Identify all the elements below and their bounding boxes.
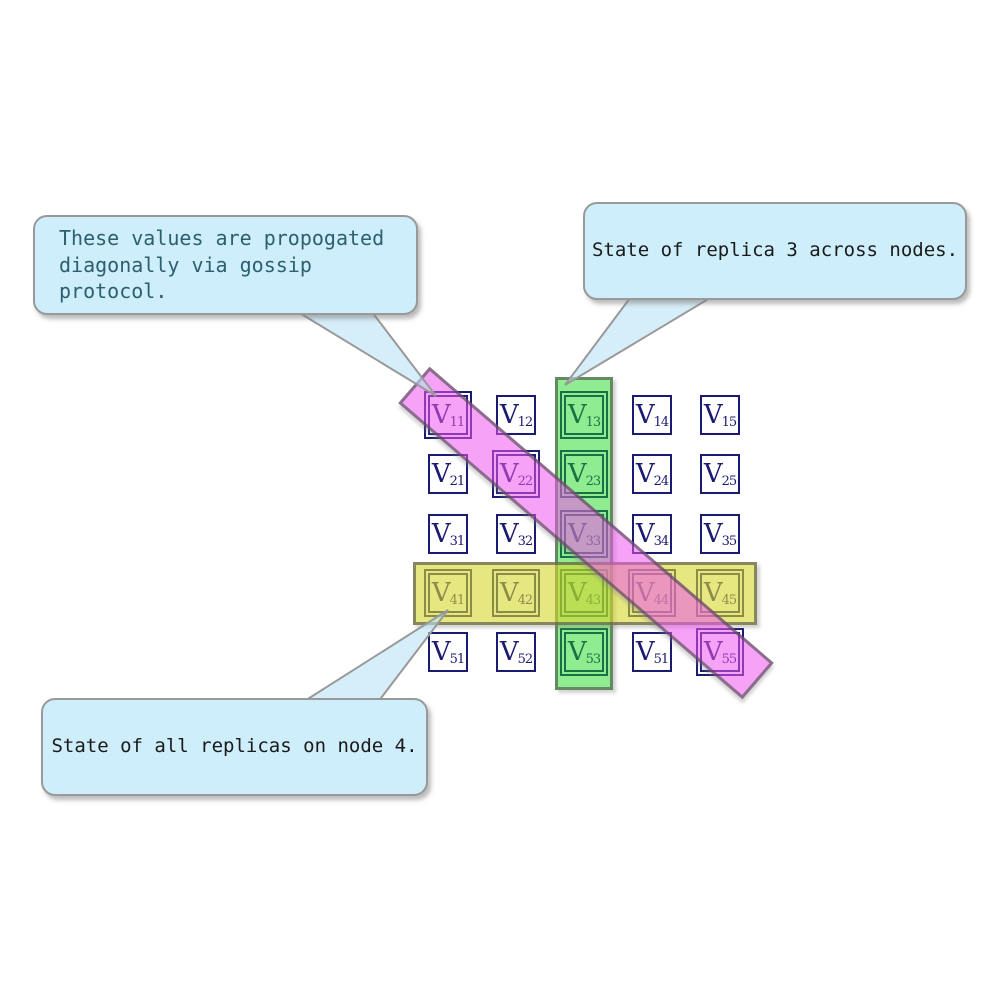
node-callout: State of all replicas on node 4. (41, 698, 428, 796)
gossip-callout: These values are propogated diagonally v… (33, 215, 418, 315)
matrix-cell-highlight-box-r1c3 (560, 391, 608, 439)
matrix-cell-highlight-box-r5c3 (560, 628, 608, 676)
gossip-callout-text: These values are propogated diagonally v… (59, 226, 385, 304)
replica-callout: State of replica 3 across nodes. (583, 202, 967, 300)
replica-callout-text: State of replica 3 across nodes. (591, 239, 959, 262)
node-callout-text: State of all replicas on node 4. (51, 735, 418, 758)
matrix-cell-highlight-box-r2c3 (560, 450, 608, 498)
replica-callout-pointer (564, 297, 714, 386)
